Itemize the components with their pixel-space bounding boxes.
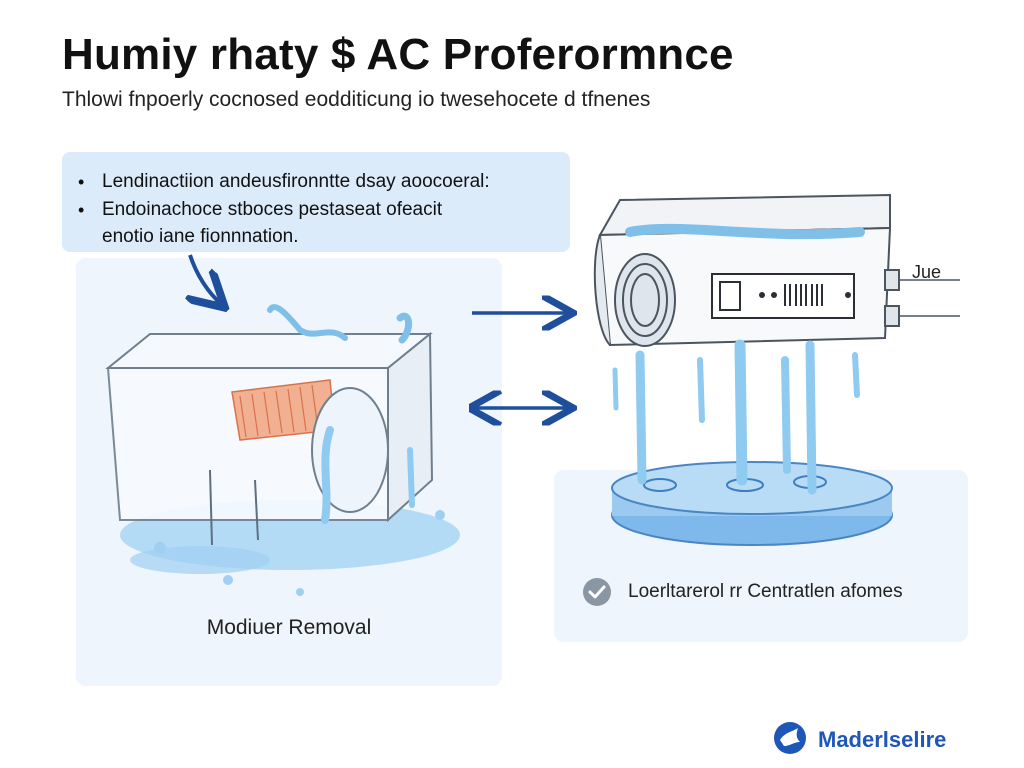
callout-item: • Lendinactiion andeusfironntte dsay aooc… <box>78 168 570 196</box>
info-callout: • Lendinactiion andeusfironntte dsay aooc… <box>62 152 570 252</box>
callout-continuation: enotio iane fionnnation. <box>102 226 299 247</box>
callout-item-text: Lendinactiion andeusfironntte dsay aooco… <box>102 171 490 192</box>
callout-item-text: Endoinachoce stboces pestaseat ofeacit <box>102 199 443 220</box>
ac-fan-grille <box>614 253 676 347</box>
unit-tag: Jue <box>912 262 942 282</box>
brand-name: Maderlselire <box>818 727 947 752</box>
fan-drum <box>311 387 389 513</box>
bird-logo-icon <box>772 720 810 756</box>
ac-display-panel <box>711 273 855 319</box>
check-icon <box>583 578 611 606</box>
page-subtitle: Thlowi fnpoerly cocnosed eodditicung io … <box>62 88 651 111</box>
moisture-removal-label: Modiuer Removal <box>206 616 372 639</box>
callout-item: • Endoinachoce stboces pestaseat ofeacit <box>78 196 570 224</box>
page-title: Humiy rhaty $ AC Proferormnce <box>62 30 734 79</box>
condensation-label: Loerltarerol rr Centratlen afomes <box>628 581 903 602</box>
ac-unit <box>593 193 960 546</box>
bullet-icon: • <box>78 172 85 192</box>
callout-arrow <box>190 254 222 305</box>
drip-tray-water <box>611 461 893 515</box>
dehumidifier-unit <box>105 304 460 596</box>
bullet-icon: • <box>78 200 85 220</box>
